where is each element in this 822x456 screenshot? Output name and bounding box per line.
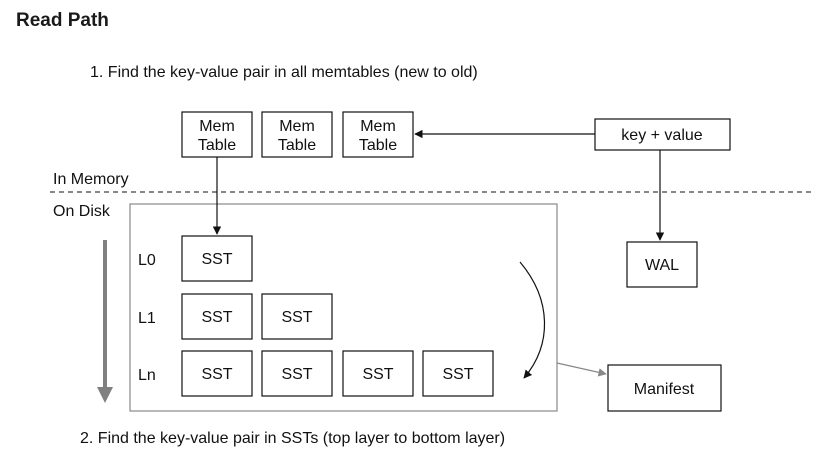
wal-box: WAL (626, 241, 698, 288)
manifest-label: Manifest (634, 381, 695, 398)
memtable-label: Mem (279, 118, 315, 135)
sst-ln-3: SST (422, 350, 494, 397)
sst-l0-0: SST (181, 235, 253, 282)
memtable-2: Mem Table (342, 111, 414, 158)
on-disk-label: On Disk (53, 203, 111, 220)
sst-ln-2: SST (342, 350, 414, 397)
level-label-l1: L1 (138, 310, 156, 327)
manifest-box: Manifest (607, 364, 722, 412)
memtable-label: Mem (199, 118, 235, 135)
memtable-label: Table (359, 137, 397, 154)
key-value-label: key + value (621, 127, 702, 144)
in-memory-label: In Memory (53, 171, 129, 188)
memtable-label: Table (278, 137, 316, 154)
curved-search-arrow (519, 261, 546, 379)
sst-label: SST (201, 366, 232, 383)
sst-label: SST (201, 251, 232, 268)
memtable-1: Mem Table (261, 111, 333, 158)
level-label-ln: Ln (138, 367, 156, 384)
step-2-caption: 2. Find the key-value pair in SSTs (top … (80, 430, 505, 447)
sst-label: SST (281, 309, 312, 326)
memtable-0: Mem Table (181, 111, 253, 158)
sst-ln-0: SST (181, 350, 253, 397)
diagram-title: Read Path (16, 10, 109, 31)
memtable-label: Table (198, 137, 236, 154)
arrow-disk-to-manifest (556, 362, 607, 377)
disk-container (129, 203, 558, 412)
sst-ln-1: SST (261, 350, 333, 397)
sst-l1-1: SST (261, 293, 333, 340)
memtable-label: Mem (360, 118, 396, 135)
sst-label: SST (362, 366, 393, 383)
level-label-l0: L0 (138, 252, 156, 269)
key-value-box: key + value (594, 118, 731, 151)
wal-label: WAL (645, 257, 679, 274)
sst-label: SST (281, 366, 312, 383)
sst-l1-0: SST (181, 293, 253, 340)
sst-label: SST (201, 309, 232, 326)
step-1-caption: 1. Find the key-value pair in all memtab… (90, 64, 478, 81)
sst-label: SST (442, 366, 473, 383)
